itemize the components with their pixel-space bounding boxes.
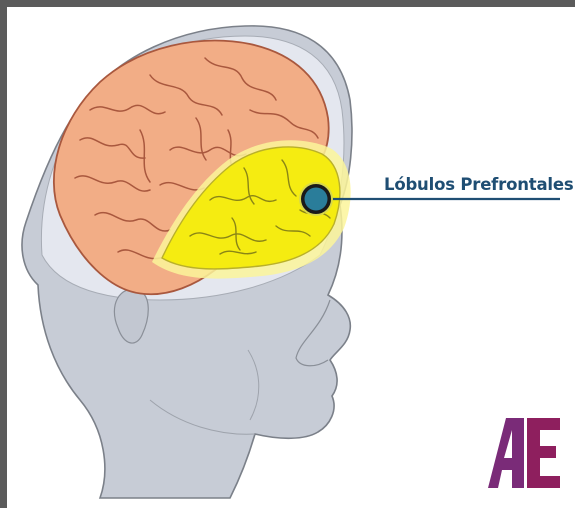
frame-top: [0, 0, 575, 7]
callout-marker-dot: [305, 188, 328, 211]
logo-letter-a: [488, 418, 524, 488]
callout-label: Lóbulos Prefrontales: [384, 175, 574, 194]
ae-logo: [488, 418, 560, 488]
frame-left: [0, 0, 7, 508]
logo-letter-e: [527, 418, 560, 488]
logo-divider: [525, 418, 528, 488]
